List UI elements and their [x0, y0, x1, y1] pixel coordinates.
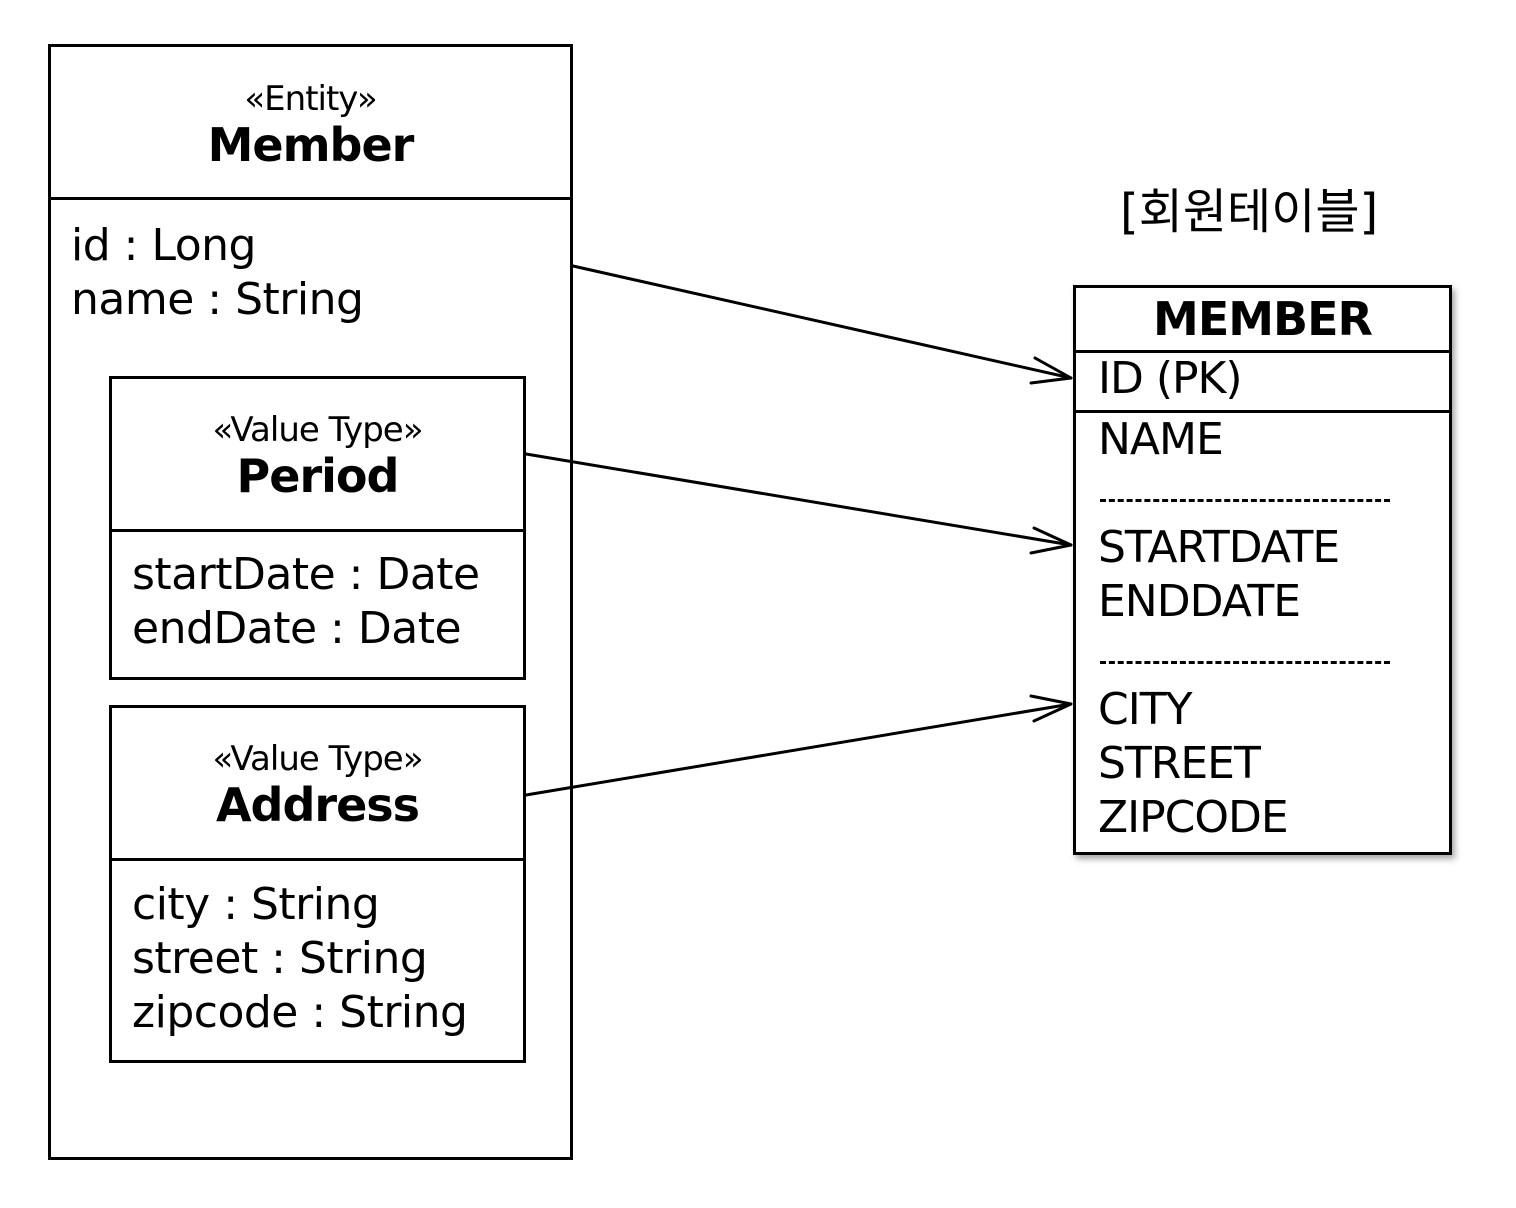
- value-type-address-box: «Value Type» Address city : String stree…: [109, 705, 526, 1063]
- address-attribute-zipcode: zipcode : String: [132, 987, 468, 1038]
- column-group-divider: [1098, 467, 1391, 521]
- arrow-period-to-startdate: [524, 452, 1073, 555]
- table-columns: NAME STARTDATE ENDDATE CITY STREET ZIPCO…: [1098, 413, 1391, 845]
- table-column-startdate: STARTDATE: [1098, 522, 1340, 573]
- table-name: MEMBER: [1076, 288, 1449, 353]
- table-caption: [회원테이블]: [1120, 184, 1379, 240]
- table-pk-column: ID (PK): [1076, 350, 1449, 413]
- entity-attributes: id : Long name : String: [71, 219, 364, 327]
- table-column-zipcode: ZIPCODE: [1098, 792, 1289, 843]
- entity-header: «Entity» Member: [51, 47, 570, 200]
- entity-stereotype: «Entity»: [244, 79, 377, 119]
- address-attribute-street: street : String: [132, 933, 428, 984]
- entity-attribute-name: name : String: [71, 274, 364, 325]
- period-attribute-enddate: endDate : Date: [132, 603, 462, 654]
- table-column-city: CITY: [1098, 684, 1192, 735]
- address-stereotype: «Value Type»: [212, 739, 423, 779]
- arrow-member-to-id: [571, 264, 1073, 385]
- value-type-period-box: «Value Type» Period startDate : Date end…: [109, 376, 526, 680]
- table-column-name: NAME: [1098, 414, 1224, 465]
- address-attribute-city: city : String: [132, 879, 380, 930]
- period-stereotype: «Value Type»: [212, 410, 423, 450]
- period-header: «Value Type» Period: [112, 379, 523, 532]
- entity-name: Member: [207, 118, 415, 172]
- table-member-box: MEMBER ID (PK) NAME STARTDATE ENDDATE CI…: [1073, 285, 1452, 855]
- address-header: «Value Type» Address: [112, 708, 523, 861]
- address-attributes: city : String street : String zipcode : …: [132, 878, 468, 1040]
- period-attribute-startdate: startDate : Date: [132, 549, 480, 600]
- period-attributes: startDate : Date endDate : Date: [132, 548, 480, 656]
- table-column-enddate: ENDDATE: [1098, 576, 1301, 627]
- entity-attribute-id: id : Long: [71, 220, 256, 271]
- address-name: Address: [215, 778, 420, 832]
- table-column-street: STREET: [1098, 738, 1261, 789]
- arrow-address-to-city: [524, 694, 1073, 797]
- column-group-divider: [1098, 629, 1391, 683]
- period-name: Period: [236, 449, 400, 503]
